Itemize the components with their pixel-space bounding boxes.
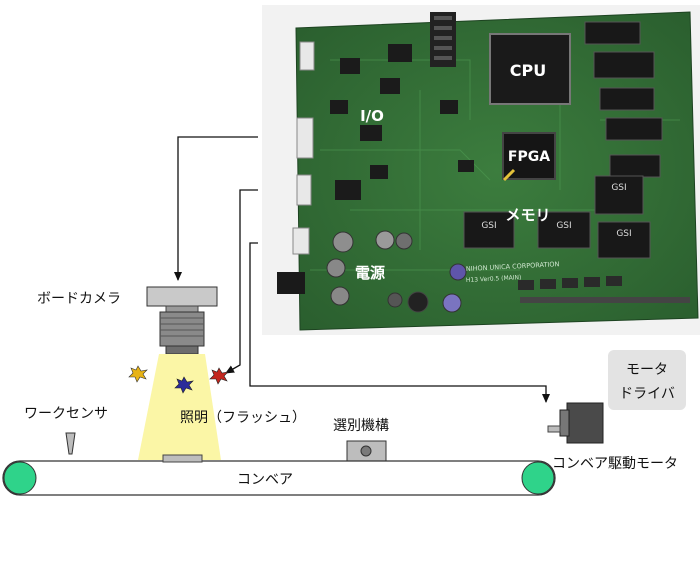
io-label: I/O xyxy=(360,107,384,125)
board-camera xyxy=(146,286,218,355)
conveyor-motor-label: コンベア駆動モータ xyxy=(552,456,678,472)
cpu-chip: CPU xyxy=(489,33,571,105)
conveyor-right-roller xyxy=(521,461,555,495)
board-silk-text-2: H13 Ver0.5 (MAIN) xyxy=(466,274,522,284)
sorting-mechanism-label: 選別機構 xyxy=(333,418,389,434)
lighting-label: 照明（フラッシュ） xyxy=(180,410,306,426)
motor-driver-label-line1: モータ xyxy=(626,362,668,378)
flash-star-yellow-icon xyxy=(128,365,148,383)
flash-star-blue-icon xyxy=(174,376,194,394)
inspected-work-piece xyxy=(162,454,203,463)
gsi-chip-labels: GSI GSI GSI GSI xyxy=(481,183,631,239)
edge-connectors xyxy=(292,41,315,255)
memory-chips-column xyxy=(463,21,663,259)
flash-star-red-icon xyxy=(209,367,229,385)
flash-star-icons xyxy=(128,365,229,394)
svg-text:GSI: GSI xyxy=(481,221,496,231)
motor-driver-label-line2: ドライバ xyxy=(619,386,675,402)
work-sensor xyxy=(65,432,76,455)
conveyor-left-roller xyxy=(3,461,37,495)
conveyor-belt: コンベア xyxy=(2,454,556,496)
memory-label: メモリ xyxy=(505,206,550,224)
power-label: 電源 xyxy=(355,264,385,282)
board-camera-label: ボードカメラ xyxy=(37,291,121,307)
flash-signal-line xyxy=(225,189,258,374)
conveyor-motor xyxy=(547,402,604,444)
work-sensor-label: ワークセンサ xyxy=(24,406,108,422)
signal-lines xyxy=(174,136,550,403)
sorting-mechanism xyxy=(346,440,387,463)
svg-text:GSI: GSI xyxy=(616,229,631,239)
bottom-connector-row xyxy=(518,276,690,303)
motor-signal-line xyxy=(249,242,550,403)
power-jack xyxy=(277,272,305,294)
fpga-label: FPGA xyxy=(508,149,550,165)
flash-light-cone xyxy=(138,354,221,460)
svg-text:GSI: GSI xyxy=(556,221,571,231)
cpu-label: CPU xyxy=(510,61,546,80)
svg-text:GSI: GSI xyxy=(611,183,626,193)
fpga-chip: FPGA xyxy=(502,132,556,182)
small-ics xyxy=(330,44,474,200)
capacitors xyxy=(326,230,467,313)
conveyor-label: コンベア xyxy=(237,472,293,488)
camera-signal-line xyxy=(174,136,258,281)
motor-driver-box: モータ ドライバ xyxy=(608,350,686,410)
control-board-photo: CPU I/O FPGA GSI GSI GSI GSI メモリ xyxy=(262,5,700,335)
